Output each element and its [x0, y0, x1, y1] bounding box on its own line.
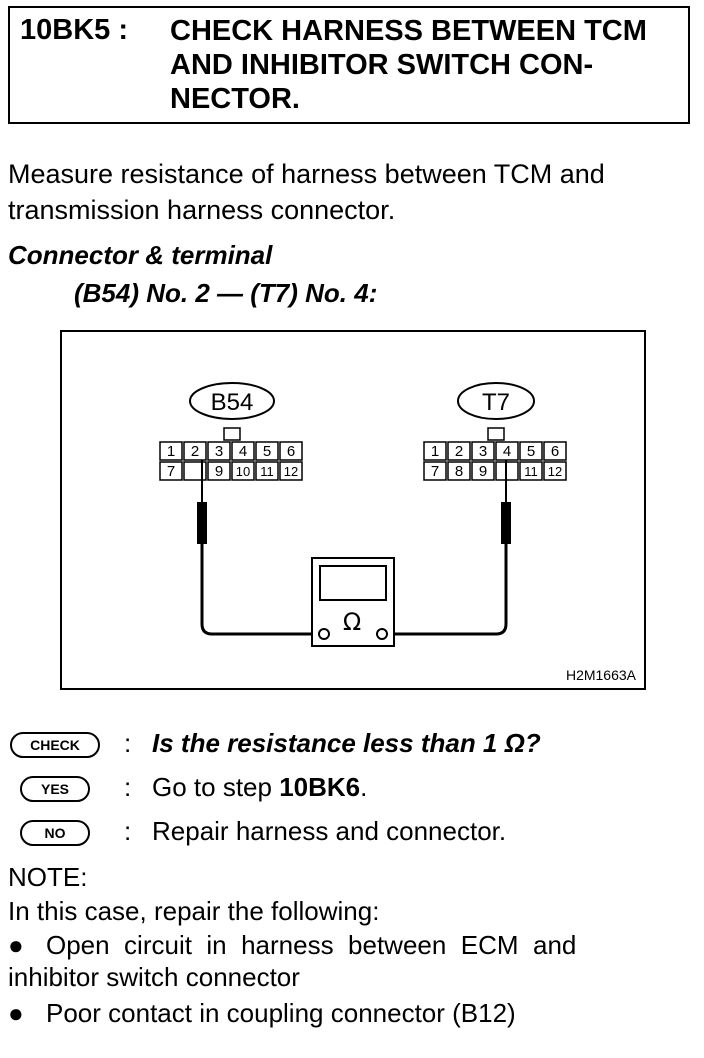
t7-pin-label: 12 [548, 464, 562, 479]
step-title: CHECK HARNESS BETWEEN TCM AND INHIBITOR … [170, 14, 690, 116]
left-wire [200, 544, 322, 636]
b54-pin-label: 6 [287, 443, 295, 460]
b54-pin-label: 12 [284, 464, 298, 479]
b54-pin-label: 9 [215, 463, 223, 480]
step-id: 10BK5 : [20, 14, 128, 46]
step-title-line-3: NECTOR. [170, 83, 300, 115]
b54-pin-cell [159, 461, 183, 481]
t7-pin-label: 1 [431, 443, 439, 460]
t7-label-oval [457, 382, 535, 420]
meter-terminal-left [318, 628, 330, 640]
t7-pin-label: 7 [431, 463, 439, 480]
b54-pin-label: 7 [167, 463, 175, 480]
t7-pin-cell [519, 461, 543, 481]
b54-pin-cell [231, 461, 255, 481]
bullet-2-line-1: Poor contact in coupling connector (B12) [46, 998, 516, 1028]
b54-pin-cell [183, 441, 207, 461]
t7-pin-label: 8 [455, 463, 463, 480]
b54-pin-cell [207, 441, 231, 461]
ohmmeter-display [319, 565, 387, 601]
t7-label: T7 [482, 389, 510, 416]
check-question: Is the resistance less than 1 Ω? [152, 728, 541, 758]
b54-pin-cell [279, 441, 303, 461]
yes-colon: : [124, 772, 132, 802]
intro-line-2: transmission harness connector. [8, 195, 396, 225]
check-colon: : [124, 728, 132, 758]
bullet-1-line-1: Open circuit in harness between ECM and [46, 930, 577, 960]
intro-text: Measure resistance of harness between TC… [8, 156, 698, 228]
connector-terminal-label: Connector & terminal [8, 240, 273, 270]
b54-pin-label: 1 [167, 443, 175, 460]
no-badge: NO [20, 820, 90, 846]
note-title: NOTE: [8, 862, 88, 892]
bullet-1-line-2: inhibitor switch connector [8, 962, 300, 992]
t7-pin-cell [447, 441, 471, 461]
b54-pin-label: 5 [263, 443, 271, 460]
yes-answer: Go to step 10BK6. [152, 772, 367, 803]
b54-pin-label: 4 [239, 443, 247, 460]
yes-suffix: . [360, 772, 368, 802]
t7-pin-cell [447, 461, 471, 481]
t7-pin-cell [471, 461, 495, 481]
b54-pin-cell [207, 461, 231, 481]
t7-pin-cell [519, 441, 543, 461]
intro-line-1: Measure resistance of harness between TC… [8, 159, 605, 189]
b54-pin-label: 3 [215, 443, 223, 460]
connector-terminal-value: (B54) No. 2 — (T7) No. 4: [74, 278, 378, 308]
no-colon: : [124, 816, 132, 846]
b54-lock-tab [223, 427, 241, 441]
b54-pin-cell [159, 441, 183, 461]
t7-pin-cell [543, 441, 567, 461]
b54-pin-cell [183, 461, 207, 481]
bullet-1-dot: ● [8, 930, 24, 960]
no-answer: Repair harness and connector. [152, 816, 507, 846]
b54-pin-cell [255, 461, 279, 481]
t7-pin-label: 4 [503, 443, 511, 460]
t7-pin-cell [543, 461, 567, 481]
t7-pin-label: 5 [527, 443, 535, 460]
b54-pin-cell [231, 441, 255, 461]
b54-label-oval [189, 382, 275, 420]
b54-label: B54 [211, 389, 254, 416]
right-probe-handle [501, 502, 511, 544]
bullet-2-dot: ● [8, 998, 24, 1028]
t7-pin-label: 9 [479, 463, 487, 480]
figure-code: H2M1663A [566, 667, 637, 683]
yes-text: Go to step [152, 772, 280, 802]
b54-pin-cell [279, 461, 303, 481]
yes-badge: YES [20, 776, 90, 802]
t7-pin-label: 11 [524, 464, 538, 479]
note-intro: In this case, repair the following: [8, 896, 380, 926]
yes-step-link: 10BK6 [279, 772, 361, 802]
t7-pin-label: 3 [479, 443, 487, 460]
check-badge: CHECK [10, 732, 100, 758]
meter-terminal-right [376, 628, 388, 640]
t7-pin-label: 6 [551, 443, 559, 460]
right-wire [384, 544, 508, 636]
b54-pin-cell [255, 441, 279, 461]
step-title-line-1: CHECK HARNESS BETWEEN TCM [170, 15, 647, 47]
step-title-line-2: AND INHIBITOR SWITCH CON- [170, 49, 594, 81]
t7-pin-cell [423, 441, 447, 461]
b54-pin-label: 11 [260, 464, 274, 479]
b54-pin-label: 10 [236, 464, 250, 479]
t7-pin-cell [471, 441, 495, 461]
t7-pin-label: 2 [455, 443, 463, 460]
ohm-symbol: Ω [343, 608, 361, 636]
step-header-box: 10BK5 : CHECK HARNESS BETWEEN TCM AND IN… [8, 6, 690, 124]
t7-lock-tab [487, 427, 505, 441]
b54-pin-label: 2 [191, 443, 199, 460]
t7-pin-cell [423, 461, 447, 481]
left-probe-handle [197, 502, 207, 544]
